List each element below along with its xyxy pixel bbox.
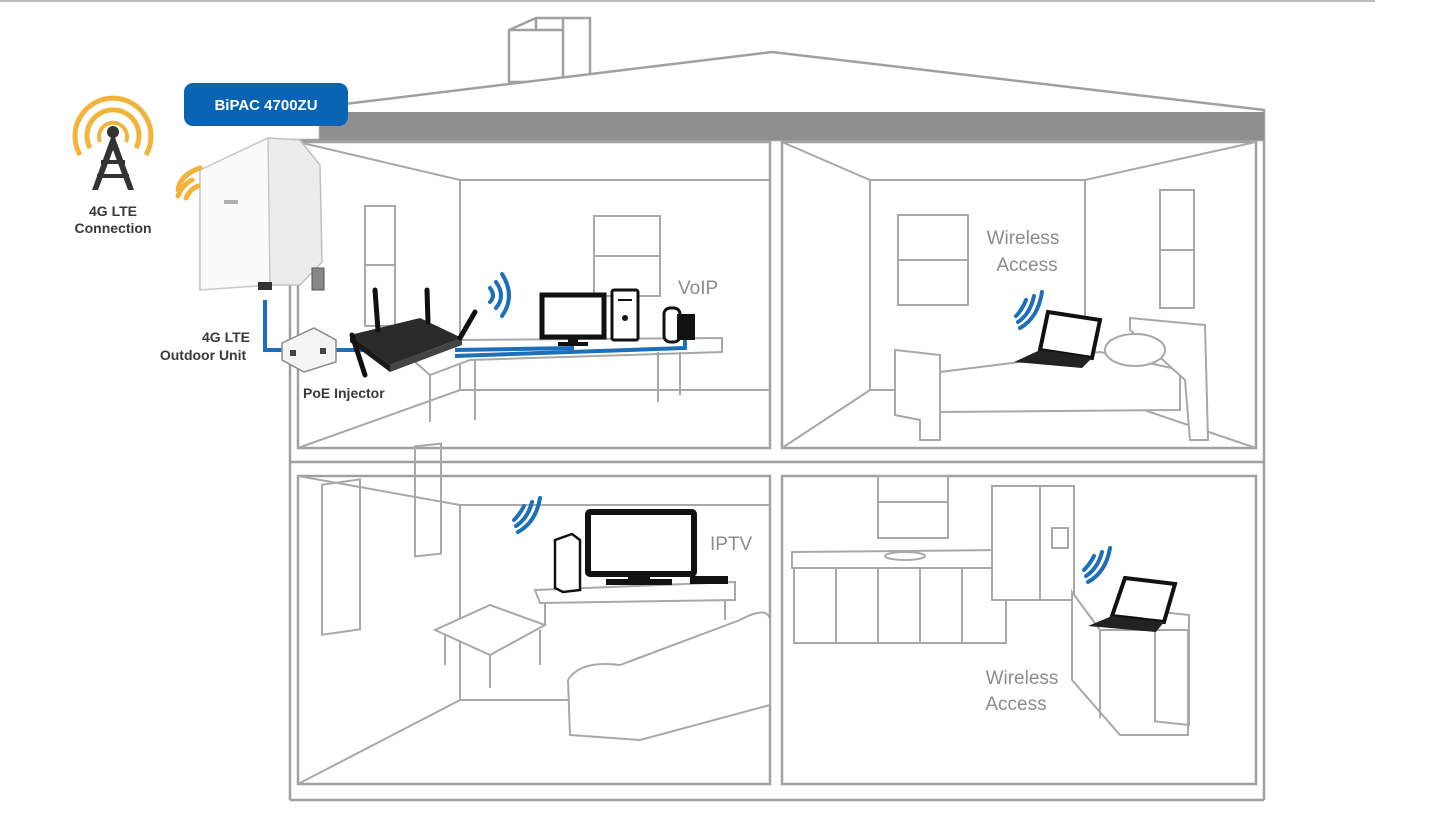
roof-beam bbox=[320, 112, 1264, 140]
poe-injector-device bbox=[281, 327, 337, 373]
wifi-icon-kitchen bbox=[1082, 546, 1112, 584]
room-bedroom bbox=[780, 140, 1258, 450]
room-kitchen bbox=[780, 474, 1258, 786]
product-badge: BiPAC 4700ZU bbox=[184, 83, 348, 126]
wifi-icon-living bbox=[512, 496, 542, 534]
chimney bbox=[507, 16, 592, 84]
lte-signal-icon bbox=[175, 165, 203, 201]
house bbox=[288, 16, 1266, 802]
room-office bbox=[296, 140, 772, 450]
laptop-bedroom bbox=[1014, 309, 1103, 368]
tv-devices bbox=[553, 509, 728, 594]
wireless-top-line2: Access bbox=[996, 255, 1057, 276]
wifi-icon-router bbox=[488, 272, 511, 318]
tower-label-line1: 4G LTE bbox=[89, 203, 137, 219]
outdoor-unit-label-line1: 4G LTE bbox=[202, 329, 250, 345]
iptv-label: IPTV bbox=[710, 534, 753, 555]
living-interior bbox=[297, 442, 771, 785]
wireless-top-line1: Wireless bbox=[987, 228, 1060, 249]
tower-label-line2: Connection bbox=[75, 220, 152, 236]
laptop-kitchen bbox=[1088, 575, 1178, 632]
desktop-devices bbox=[539, 288, 695, 346]
lte-tower-icon bbox=[72, 95, 154, 190]
product-badge-label: BiPAC 4700ZU bbox=[214, 97, 317, 114]
voip-label: VoIP bbox=[678, 278, 718, 299]
bedroom-interior bbox=[781, 141, 1257, 449]
wireless-bottom-line1: Wireless bbox=[986, 668, 1059, 689]
wifi-icon-bedroom bbox=[1014, 290, 1044, 330]
wireless-bottom-line2: Access bbox=[985, 694, 1046, 715]
outdoor-unit-label-line2: Outdoor Unit bbox=[160, 347, 247, 363]
outdoor-unit-device bbox=[199, 136, 325, 291]
poe-injector-label: PoE Injector bbox=[303, 385, 385, 401]
router-device bbox=[349, 287, 478, 378]
kitchen-interior bbox=[791, 475, 1190, 736]
